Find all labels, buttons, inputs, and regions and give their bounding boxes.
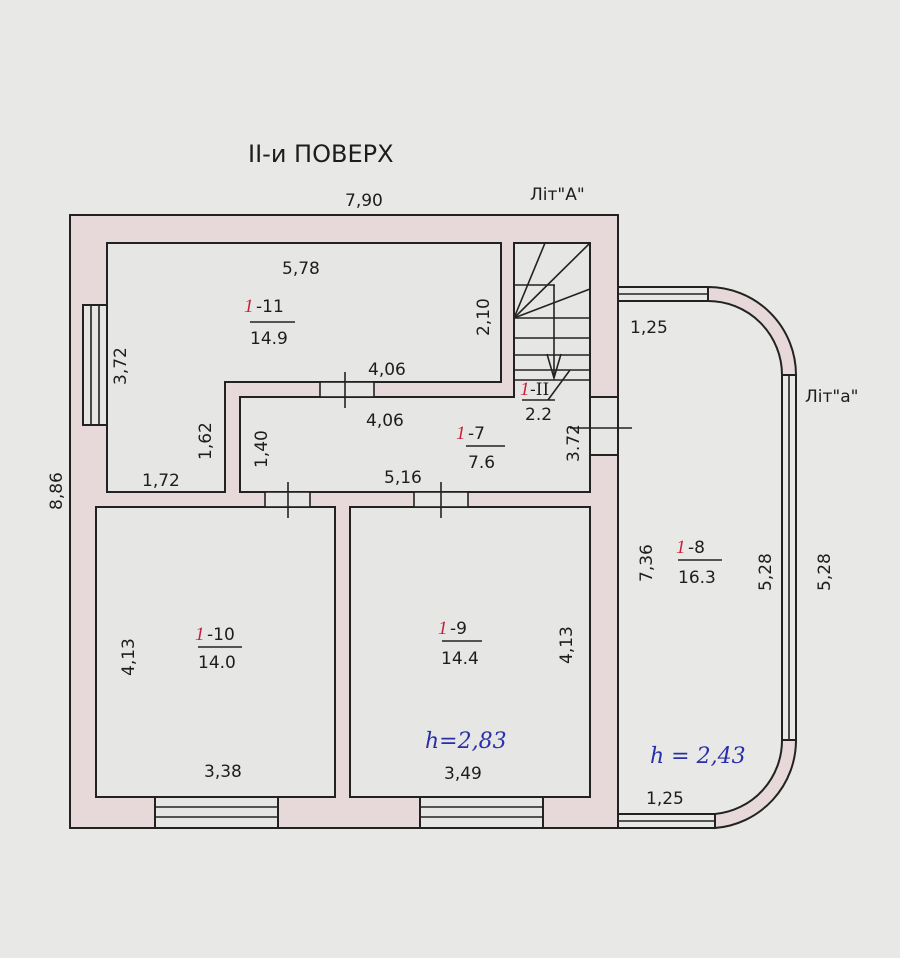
room-id-1-10: 1 bbox=[195, 624, 205, 645]
label-lit-a: Літ"а" bbox=[805, 387, 858, 407]
dim-1-11-inner: 1,62 bbox=[196, 422, 216, 460]
doors bbox=[264, 372, 469, 518]
room-1-11 bbox=[106, 242, 502, 493]
room-number-1-10: -10 bbox=[207, 625, 235, 645]
window-bottom-left bbox=[154, 796, 279, 829]
room-number-1-9: -9 bbox=[450, 619, 467, 639]
door-balcony bbox=[570, 396, 632, 456]
staircase bbox=[513, 242, 591, 401]
dim-1-7-top: 4,06 bbox=[366, 411, 404, 431]
dim-balcony-top: 1,25 bbox=[630, 318, 668, 338]
dim-1-7-bottom: 5,16 bbox=[384, 468, 422, 488]
room-area-1-8: 16.3 bbox=[678, 568, 716, 588]
dim-1-9-height: 4,13 bbox=[557, 626, 577, 664]
floor-title: II-и ПОВЕРХ bbox=[248, 140, 394, 168]
room-area-1-7: 7.6 bbox=[468, 453, 495, 473]
dim-1-7-right: 3.72 bbox=[564, 424, 584, 462]
room-id-1-7: 1 bbox=[456, 423, 466, 444]
dim-1-11-left: 3,72 bbox=[111, 347, 131, 385]
room-id-1-8: 1 bbox=[676, 537, 686, 558]
dim-1-7-left: 1,40 bbox=[252, 430, 272, 468]
room-id-1-11: 1 bbox=[244, 296, 254, 317]
room-number-1-7: -7 bbox=[468, 424, 485, 444]
dim-1-11-width: 5,78 bbox=[282, 259, 320, 279]
height-note-balcony: h = 2,43 bbox=[650, 744, 746, 769]
room-number-1-II: -II bbox=[530, 380, 549, 400]
height-note-main: h=2,83 bbox=[425, 729, 507, 754]
room-1-9 bbox=[349, 506, 591, 798]
room-area-1-11: 14.9 bbox=[250, 329, 288, 349]
dim-1-9-width: 3,49 bbox=[444, 764, 482, 784]
room-number-1-8: -8 bbox=[688, 538, 705, 558]
room-id-1-II: 1 bbox=[520, 379, 530, 400]
stair-arrow-icon bbox=[546, 353, 562, 381]
dim-overall-height: 8,86 bbox=[47, 472, 67, 510]
room-area-1-10: 14.0 bbox=[198, 653, 236, 673]
window-bottom-right bbox=[419, 796, 544, 829]
dim-1-10-height: 4,13 bbox=[119, 638, 139, 676]
dim-balcony-wall: 7,36 bbox=[637, 544, 657, 582]
window-left bbox=[82, 304, 108, 426]
dim-1-11-foot: 1,72 bbox=[142, 471, 180, 491]
room-id-1-9: 1 bbox=[438, 618, 448, 639]
dim-overall-width: 7,90 bbox=[345, 191, 383, 211]
room-area-1-9: 14.4 bbox=[441, 649, 479, 669]
dim-balcony-outer: 5,28 bbox=[815, 553, 835, 591]
room-number-1-11: -11 bbox=[256, 297, 284, 317]
label-lit-A: Літ"А" bbox=[530, 185, 585, 205]
balcony-railing bbox=[618, 285, 798, 830]
dim-1-11-height: 2,10 bbox=[474, 298, 494, 336]
dim-1-11-bottom: 4,06 bbox=[368, 360, 406, 380]
dim-balcony-bottom: 1,25 bbox=[646, 789, 684, 809]
dim-1-10-width: 3,38 bbox=[204, 762, 242, 782]
room-area-1-II: 2.2 bbox=[525, 405, 552, 425]
dim-balcony-inner: 5,28 bbox=[756, 553, 776, 591]
